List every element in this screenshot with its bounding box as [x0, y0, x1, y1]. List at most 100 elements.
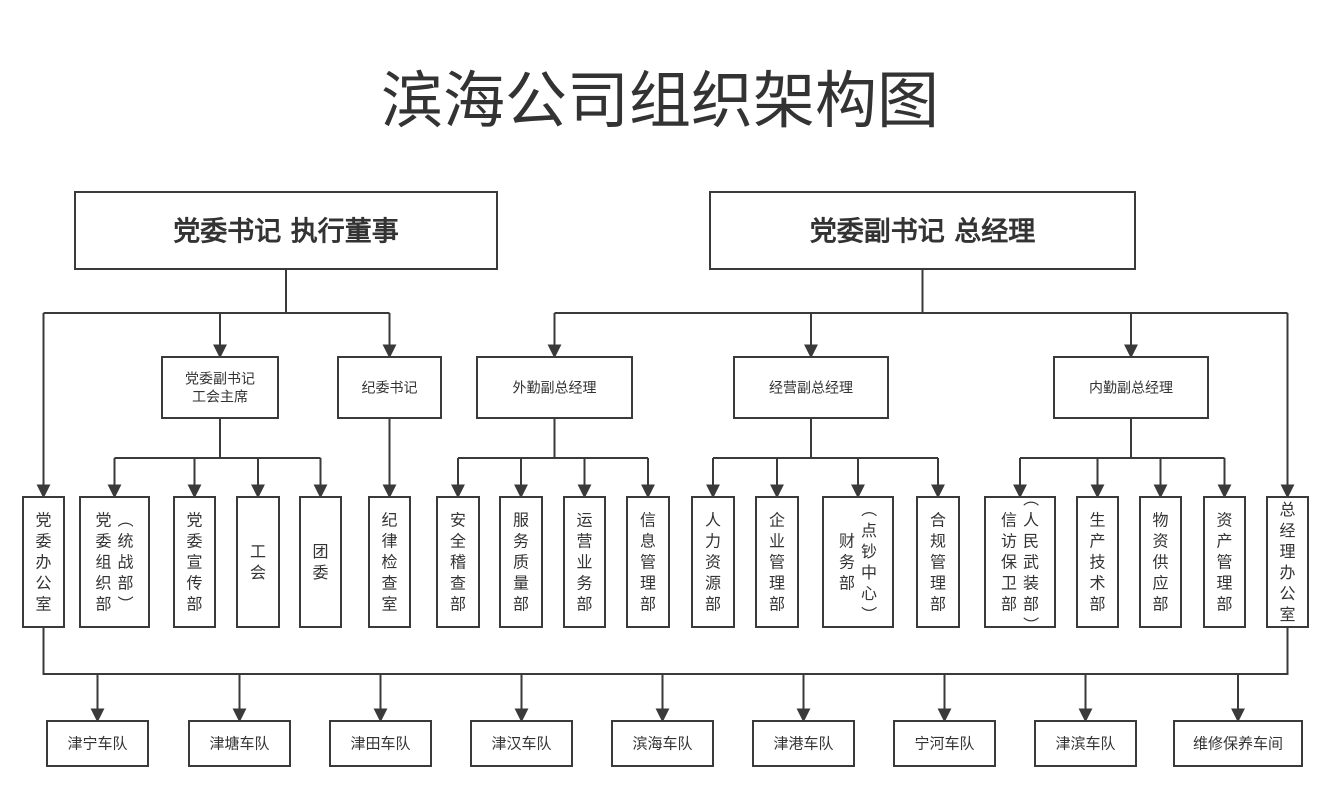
team-label: 津塘车队 — [209, 735, 269, 753]
team-label: 津田车队 — [350, 735, 410, 753]
department-char: 合 — [930, 511, 946, 530]
department-char: 心 — [861, 584, 877, 603]
department-char: 营 — [576, 532, 592, 551]
department-char: 部 — [1001, 595, 1017, 614]
team-box — [1034, 720, 1137, 767]
department-char: 企 — [769, 511, 785, 530]
department-char: 律 — [381, 532, 397, 551]
department-char: 产 — [1216, 532, 1232, 551]
department-char: 访 — [1001, 532, 1017, 551]
department-box — [22, 496, 65, 628]
mid-label: 党委副书记 — [185, 372, 255, 388]
department-char: 钞 — [861, 542, 877, 561]
department-char: 公 — [1279, 584, 1295, 603]
department-char: 中 — [861, 563, 877, 582]
top-label: 党委书记 执行董事 — [173, 216, 398, 248]
department-label: 财务部 — [839, 532, 855, 593]
department-char: 资 — [1216, 511, 1232, 530]
department-char: 工 — [250, 542, 266, 561]
department-char: 室 — [381, 595, 397, 614]
team-box — [1173, 720, 1303, 767]
department-char: 检 — [381, 553, 397, 572]
department-char: 安 — [450, 511, 466, 530]
department-box — [436, 496, 480, 628]
department-box — [1076, 496, 1119, 628]
department-char: 办 — [35, 553, 51, 572]
department-char: 务 — [576, 574, 592, 593]
department-char: 传 — [186, 574, 202, 593]
department-label: 工会 — [250, 542, 266, 582]
team-box — [470, 720, 573, 767]
department-char: 部 — [450, 595, 466, 614]
department-char: ） — [859, 606, 878, 622]
department-char: 委 — [312, 563, 328, 582]
team-label: 津滨车队 — [1055, 735, 1115, 753]
department-char: 管 — [640, 553, 656, 572]
department-label: 团委 — [312, 542, 328, 582]
team-label: 津汉车队 — [491, 735, 551, 753]
department-char: 部 — [1023, 595, 1039, 614]
department-char: 技 — [1089, 553, 1105, 572]
connector-line — [42, 627, 1289, 675]
department-char: 部 — [1089, 595, 1105, 614]
department-char: 业 — [769, 532, 785, 551]
top-box-chair — [74, 191, 498, 270]
department-box — [1203, 496, 1246, 628]
department-char: 经 — [1279, 521, 1295, 540]
department-char: 术 — [1089, 574, 1105, 593]
department-char: 产 — [1089, 532, 1105, 551]
department-char: 资 — [1152, 532, 1168, 551]
department-box — [1139, 496, 1182, 628]
department-char: 人 — [1023, 511, 1039, 530]
department-char: （ — [859, 501, 878, 517]
mid-label: 工会主席 — [192, 390, 248, 406]
department-char: 部 — [1152, 595, 1168, 614]
department-char: 查 — [381, 574, 397, 593]
department-char: 息 — [640, 532, 656, 551]
department-char: 理 — [640, 574, 656, 593]
department-char: 理 — [1216, 574, 1232, 593]
team-box — [329, 720, 432, 767]
department-char: 部 — [576, 595, 592, 614]
department-char: 室 — [35, 595, 51, 614]
department-box — [626, 496, 670, 628]
department-char: ） — [116, 595, 135, 611]
chart-title: 滨海公司组织架构图 — [381, 64, 939, 137]
department-char: 总 — [1279, 500, 1295, 519]
department-char: 部 — [839, 574, 855, 593]
department-char: 部 — [640, 595, 656, 614]
department-char: 部 — [769, 595, 785, 614]
department-char: 统 — [117, 532, 133, 551]
department-char: 纪 — [381, 511, 397, 530]
team-box — [46, 720, 149, 767]
department-char: 党 — [186, 511, 202, 530]
department-box — [691, 496, 735, 628]
department-char: 管 — [769, 553, 785, 572]
department-char: 财 — [839, 532, 855, 551]
department-char: 全 — [450, 532, 466, 551]
department-box — [1266, 496, 1309, 628]
department-char: 管 — [930, 553, 946, 572]
team-label: 津宁车队 — [67, 735, 127, 753]
department-char: 组 — [95, 553, 111, 572]
team-box — [893, 720, 996, 767]
department-char: 部 — [186, 595, 202, 614]
team-label: 宁河车队 — [914, 735, 974, 753]
department-char: 理 — [1279, 542, 1295, 561]
department-char: 团 — [312, 542, 328, 561]
department-char: 部 — [117, 574, 133, 593]
department-char: ） — [1021, 616, 1040, 632]
department-char: 应 — [1152, 574, 1168, 593]
department-char: 宣 — [186, 553, 202, 572]
department-char: 供 — [1152, 553, 1168, 572]
